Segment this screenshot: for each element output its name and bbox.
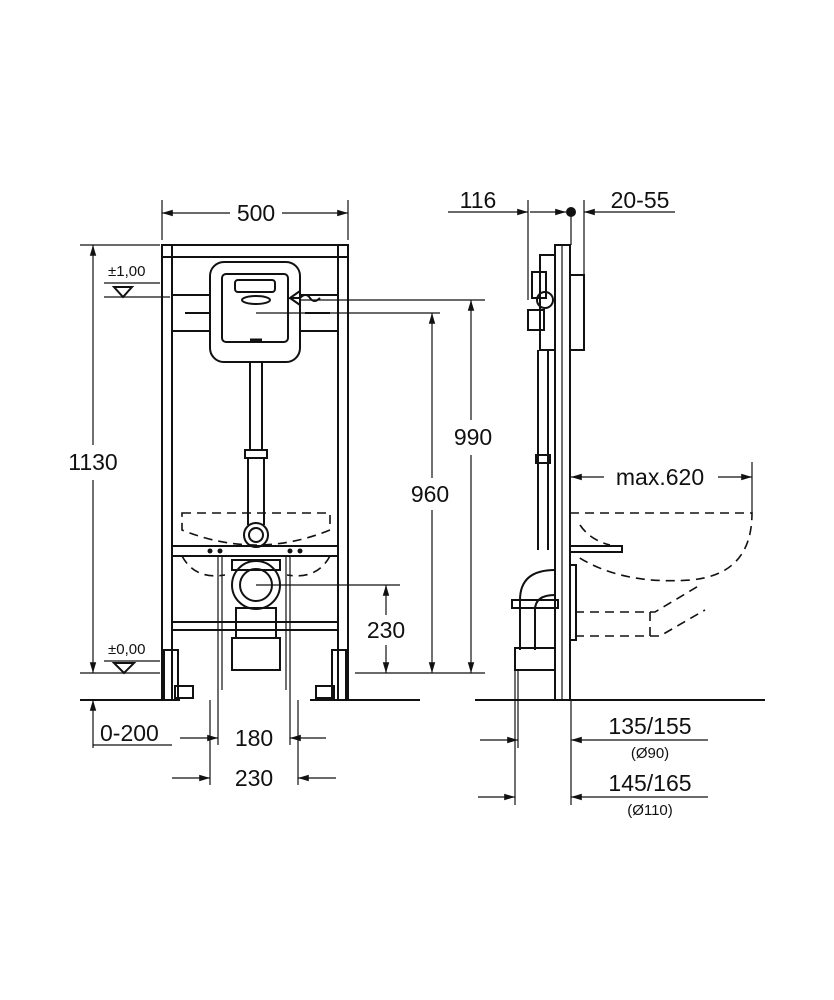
dim-pipe-90 bbox=[480, 700, 708, 805]
projection-label: max.620 bbox=[616, 464, 704, 490]
dim-projection bbox=[571, 462, 753, 513]
bolt-spacing-label: 180 bbox=[235, 725, 273, 751]
dim-wall bbox=[530, 200, 675, 275]
level-bottom-label: ±0,00 bbox=[108, 641, 145, 658]
outlet-height-label: 230 bbox=[367, 617, 405, 643]
pipe-90-sub: (Ø90) bbox=[631, 745, 669, 762]
depth-label: 116 bbox=[460, 187, 497, 213]
level-top-label: ±1,00 bbox=[108, 263, 145, 280]
front-frame bbox=[161, 244, 349, 701]
pipe-110-sub: (Ø110) bbox=[627, 802, 673, 819]
dim-foot-adjust bbox=[89, 700, 172, 748]
dim-flush-height bbox=[300, 299, 485, 674]
foot-spacing-label: 230 bbox=[235, 765, 273, 791]
level-top-marker bbox=[104, 282, 170, 299]
foot-adjust-label: 0-200 bbox=[100, 720, 159, 746]
dim-foot-spacing bbox=[172, 700, 336, 785]
dim-bracket-height bbox=[256, 312, 440, 673]
bracket-height-label: 960 bbox=[411, 481, 449, 507]
flush-height-label: 990 bbox=[454, 424, 492, 450]
dim-height bbox=[80, 244, 160, 674]
wall-label: 20-55 bbox=[611, 187, 670, 213]
dim-bolt-spacing bbox=[180, 690, 326, 745]
level-bottom-marker bbox=[104, 660, 160, 675]
dim-pipe-110 bbox=[478, 670, 708, 805]
pipe-110-label: 145/165 bbox=[608, 770, 691, 796]
dim-width bbox=[161, 200, 349, 240]
dim-depth bbox=[448, 200, 529, 300]
width-label: 500 bbox=[237, 200, 275, 226]
height-label: 1130 bbox=[68, 449, 117, 475]
dim-outlet-height bbox=[256, 584, 400, 673]
side-frame bbox=[511, 244, 753, 701]
pipe-90-label: 135/155 bbox=[608, 713, 691, 739]
